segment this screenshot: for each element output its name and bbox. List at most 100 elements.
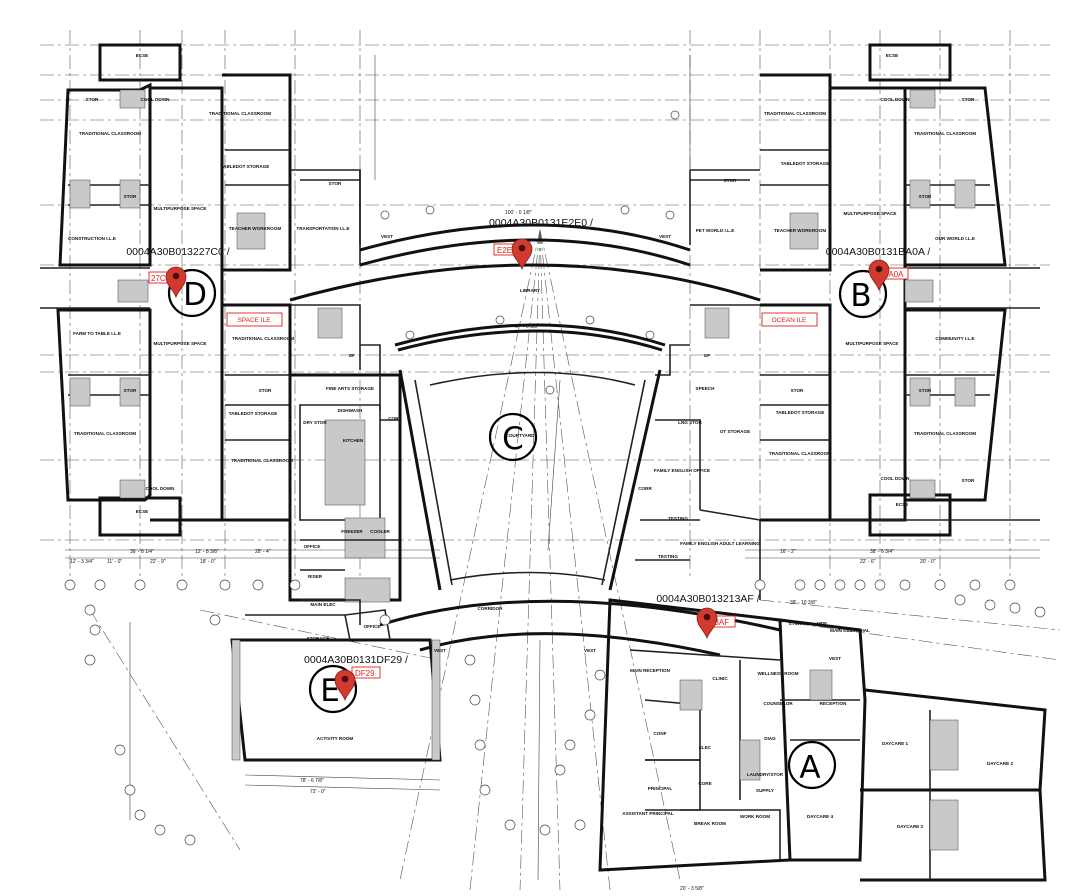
marker-DF29[interactable]: 0004A30B0131DF29 / DF29 xyxy=(304,654,408,702)
room-stor: STOR xyxy=(919,388,932,393)
dim-9: 72' - 0" xyxy=(310,789,326,795)
zone-c-letter: C xyxy=(502,421,524,457)
room-storage: STORAGE xyxy=(307,636,330,641)
room-traditional-classroom: TRADITIONAL CLASSROOM xyxy=(74,431,136,436)
dim-12: 16' - 2" xyxy=(780,549,796,555)
room-daycare-1: DAYCARE 1 xyxy=(882,741,909,746)
room-ecse: ECSE xyxy=(136,53,149,58)
dim-3: 22' - 9" xyxy=(150,559,166,565)
room-ecse: ECSE xyxy=(136,509,149,514)
room-multipurpose: MULTIPURPOSE SPACE xyxy=(844,211,897,216)
room-vest: VEST xyxy=(659,234,671,239)
room-freezer: FREEZER xyxy=(341,529,363,534)
dim-8: 78' - 6 7/8" xyxy=(300,778,324,784)
room-assistant-principal: ASSISTANT PRINCIPAL xyxy=(622,811,674,816)
room-diag: DIAG xyxy=(764,736,776,741)
room-activity-room: ACTIVITY ROOM xyxy=(317,736,354,741)
room-tabledot-storage: TABLEDOT STORAGE xyxy=(781,161,830,166)
dimension-text: 67' - 0 3/8" 100' - 0 1/8" 12' - 3 3/4" … xyxy=(70,210,936,892)
marker-id-label: 0004A30B0131E2E0 / xyxy=(489,217,593,229)
zone-d-letter: D xyxy=(183,277,207,313)
dim-2: 11' - 0" xyxy=(107,559,122,565)
room-vest: VEST xyxy=(829,656,841,661)
zone-a-letter: A xyxy=(799,750,820,786)
room-traditional-classroom: TRADITIONAL CLASSROOM xyxy=(914,131,976,136)
room-courtyard: COURTYARD xyxy=(506,433,536,438)
room-cool-down: COOL DOWN xyxy=(145,486,175,491)
kitchen-area xyxy=(288,373,402,625)
room-farm-to-table: FARM TO TABLE I.L.E xyxy=(73,331,121,336)
room-laundry: LAUNDRY/STOR xyxy=(747,772,784,777)
room-multipurpose: MULTIPURPOSE SPACE xyxy=(154,341,207,346)
room-daycare-2: DAYCARE 2 xyxy=(987,761,1014,766)
room-fine-arts: FINE ARTS STORAGE xyxy=(326,386,374,391)
marker-E2E0[interactable]: 0004A30B0131E2E0 / E2E0 xyxy=(489,217,593,271)
room-tabledot-storage: TABLEDOT STORAGE xyxy=(776,410,825,415)
room-office: OFFICE xyxy=(364,624,381,629)
room-speech: SPEECH xyxy=(696,386,716,391)
dim-library-top: 100' - 0 1/8" xyxy=(505,210,532,216)
room-mdf: MDF xyxy=(817,621,827,626)
map-pin-icon[interactable] xyxy=(868,259,890,292)
dim-15: 20' - 3 5/8" xyxy=(680,886,704,892)
space-ile-label: SPACE ILE xyxy=(237,317,271,324)
room-ot-storage: OT STORAGE xyxy=(720,429,750,434)
room-stor: STOR xyxy=(124,194,137,199)
room-library: LIBRARY xyxy=(520,288,540,293)
room-construction: CONSTRUCTION I.L.E xyxy=(68,236,116,241)
marker-BA0A[interactable]: 0004A30B0131BA0A / BA0A xyxy=(826,246,931,292)
zone-e-circle xyxy=(308,664,358,714)
room-ocean-class: TRADITIONAL CLASSROOM xyxy=(232,336,294,341)
room-cool-down: COOL DOWN xyxy=(140,97,170,102)
dim-14: 38' - 10 3/8" xyxy=(790,600,817,606)
room-testing: TESTING xyxy=(658,554,678,559)
room-corr: CORR xyxy=(638,486,652,491)
dim-4: 36' - 8 1/4" xyxy=(130,549,154,555)
room-ef: EF xyxy=(704,353,710,358)
map-pin-icon[interactable] xyxy=(696,607,718,640)
east-wing xyxy=(690,43,1040,537)
room-riser: RISER xyxy=(308,574,323,579)
room-pet-world: PET WORLD I.L.E xyxy=(696,228,735,233)
marker-13AF[interactable]: 0004A30B013213AF / 13AF xyxy=(656,593,760,640)
dim-1: 12' - 3 3/4" xyxy=(70,559,94,565)
room-wellness: WELLNESS ROOM xyxy=(757,671,798,676)
room-family-adult-learning: FAMILY ENGLISH ADULT LEARNING xyxy=(680,541,760,546)
room-main-elec: MAIN ELEC xyxy=(310,602,336,607)
map-pin-icon[interactable] xyxy=(511,238,533,271)
room-ecse: ECSE xyxy=(896,502,909,507)
marker-short-label: 13AF xyxy=(710,618,729,627)
room-lng-stor: LNG STOR xyxy=(678,420,702,425)
room-work-room: WORK ROOM xyxy=(740,814,770,819)
room-break-room: BREAK ROOM xyxy=(694,821,726,826)
room-stor: STOR xyxy=(919,194,932,199)
room-multipurpose: MULTIPURPOSE SPACE xyxy=(846,341,899,346)
room-cooler: COOLER xyxy=(370,529,390,534)
room-core: CORE xyxy=(698,781,711,786)
room-counselor: COUNSELOR xyxy=(763,701,793,706)
marker-short-label: DF29 xyxy=(355,669,375,678)
room-clinic: CLINIC xyxy=(712,676,728,681)
room-tabledot-storage: TABLEDOT STORAGE xyxy=(229,411,278,416)
room-traditional-classroom: TRADITIONAL CLASSROOM xyxy=(769,451,831,456)
map-pin-icon[interactable] xyxy=(165,266,187,299)
room-dishwash: DISHWASH xyxy=(338,408,363,413)
room-stor: STOR xyxy=(962,97,975,102)
room-traditional-classroom: TRADITIONAL CLASSROOM xyxy=(914,431,976,436)
room-daycare-4: DAYCARE 4 xyxy=(807,814,834,819)
room-dry-storage: DRY STOR xyxy=(303,420,327,425)
room-transportation: TRANSPORTATION I.L.E xyxy=(296,226,349,231)
room-kitchen: KITCHEN xyxy=(343,438,364,443)
room-vest: VEST xyxy=(584,648,596,653)
map-pin-icon[interactable] xyxy=(334,669,356,702)
marker-27C0[interactable]: 0004A30B013227C0 / 27C0 xyxy=(126,246,230,299)
room-principal: PRINCIPAL xyxy=(648,786,673,791)
room-stor: STOR xyxy=(124,388,137,393)
room-stor: STOR xyxy=(724,178,737,183)
room-main-custodial: MAIN CUSTODIAL xyxy=(830,628,870,633)
room-tabledot-storage: TABLEDOT STORAGE xyxy=(221,164,270,169)
room-traditional-classroom: TRADITIONAL CLASSROOM xyxy=(231,458,293,463)
marker-short-label: BA0A xyxy=(883,270,904,279)
dim-library-width: 67' - 0 3/8" xyxy=(515,324,539,330)
zone-d-circle xyxy=(167,268,217,318)
